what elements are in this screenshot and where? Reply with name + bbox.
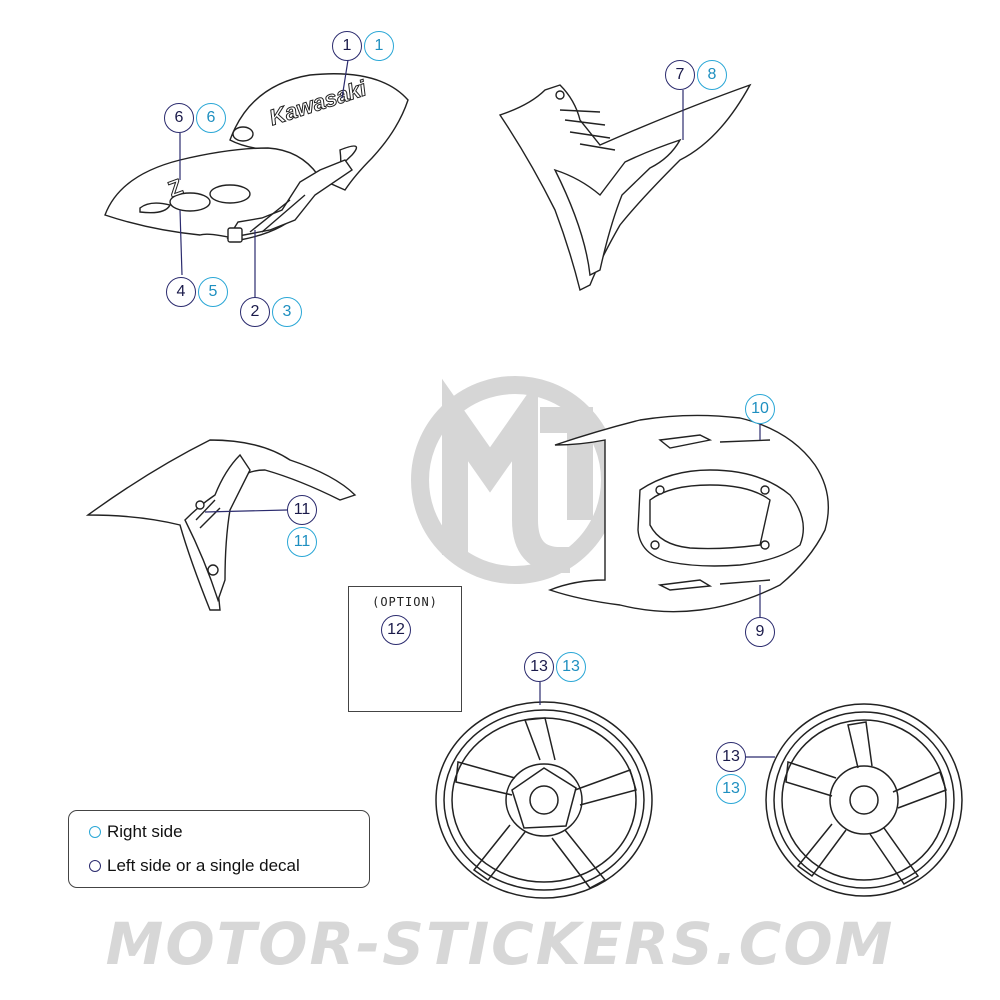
callout-8-right: 8 — [697, 60, 727, 90]
callout-1-left: 1 — [332, 31, 362, 61]
watermark-site: MOTOR-STICKERS.COM — [105, 910, 895, 978]
callout-12-left: 12 — [381, 615, 411, 645]
rear-tail-panel — [547, 414, 830, 613]
tank-cover-panel — [104, 73, 409, 243]
callout-5-right: 5 — [198, 277, 228, 307]
callout-10-right: 10 — [745, 394, 775, 424]
callout-13-rear-left: 13 — [716, 742, 746, 772]
callout-11-right: 11 — [287, 527, 317, 557]
callout-11-left: 11 — [287, 495, 317, 525]
legend-box: Right side Left side or a single decal — [68, 810, 370, 888]
callout-13-front-right: 13 — [556, 652, 586, 682]
right-side-circle-icon — [89, 826, 101, 838]
front-fender-panel — [85, 439, 357, 611]
option-label: (OPTION) — [372, 595, 438, 609]
watermark-monogram — [411, 376, 619, 584]
callout-9-left: 9 — [745, 617, 775, 647]
callout-6-right: 6 — [196, 103, 226, 133]
callout-13-front-left: 13 — [524, 652, 554, 682]
callout-3-right: 3 — [272, 297, 302, 327]
legend-right-side: Right side — [89, 822, 183, 842]
rear-wheel — [765, 703, 963, 897]
callout-2-left: 2 — [240, 297, 270, 327]
callout-6-left: 6 — [164, 103, 194, 133]
left-side-circle-icon — [89, 860, 101, 872]
callout-7-left: 7 — [665, 60, 695, 90]
front-wheel — [435, 701, 653, 899]
legend-right-label: Right side — [107, 822, 183, 841]
side-cowl-panel — [498, 83, 752, 292]
legend-left-side: Left side or a single decal — [89, 856, 300, 876]
callout-13-rear-right: 13 — [716, 774, 746, 804]
callout-4-left: 4 — [166, 277, 196, 307]
legend-left-label: Left side or a single decal — [107, 856, 300, 875]
callout-1-right: 1 — [364, 31, 394, 61]
option-box: (OPTION) — [348, 586, 462, 712]
